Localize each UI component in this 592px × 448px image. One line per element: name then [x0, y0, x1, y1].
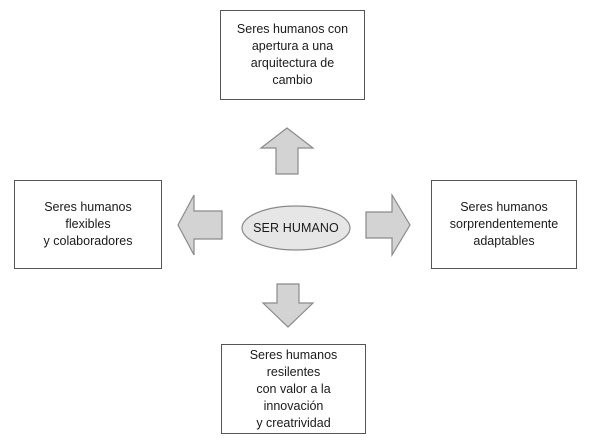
- box-top-text: Seres humanos con apertura a una arquite…: [236, 22, 349, 87]
- center-ellipse: [241, 205, 351, 251]
- box-bottom-text: Seres humanos resilentes con valor a la …: [249, 347, 338, 430]
- box-left: Seres humanos flexibles y colaboradores: [14, 180, 162, 269]
- box-right: Seres humanos sorprendentemente adaptabl…: [431, 180, 577, 269]
- box-left-text: Seres humanos flexibles y colaboradores: [43, 200, 133, 248]
- center-label: SER HUMANO: [253, 221, 339, 235]
- arrow-left-icon: [177, 194, 223, 256]
- box-right-text: Seres humanos sorprendentemente adaptabl…: [449, 200, 559, 248]
- arrow-down-icon: [261, 283, 315, 328]
- arrow-up-icon: [259, 127, 315, 175]
- arrow-right-icon: [365, 192, 411, 258]
- box-top: Seres humanos con apertura a una arquite…: [220, 10, 365, 100]
- box-bottom: Seres humanos resilentes con valor a la …: [221, 344, 366, 434]
